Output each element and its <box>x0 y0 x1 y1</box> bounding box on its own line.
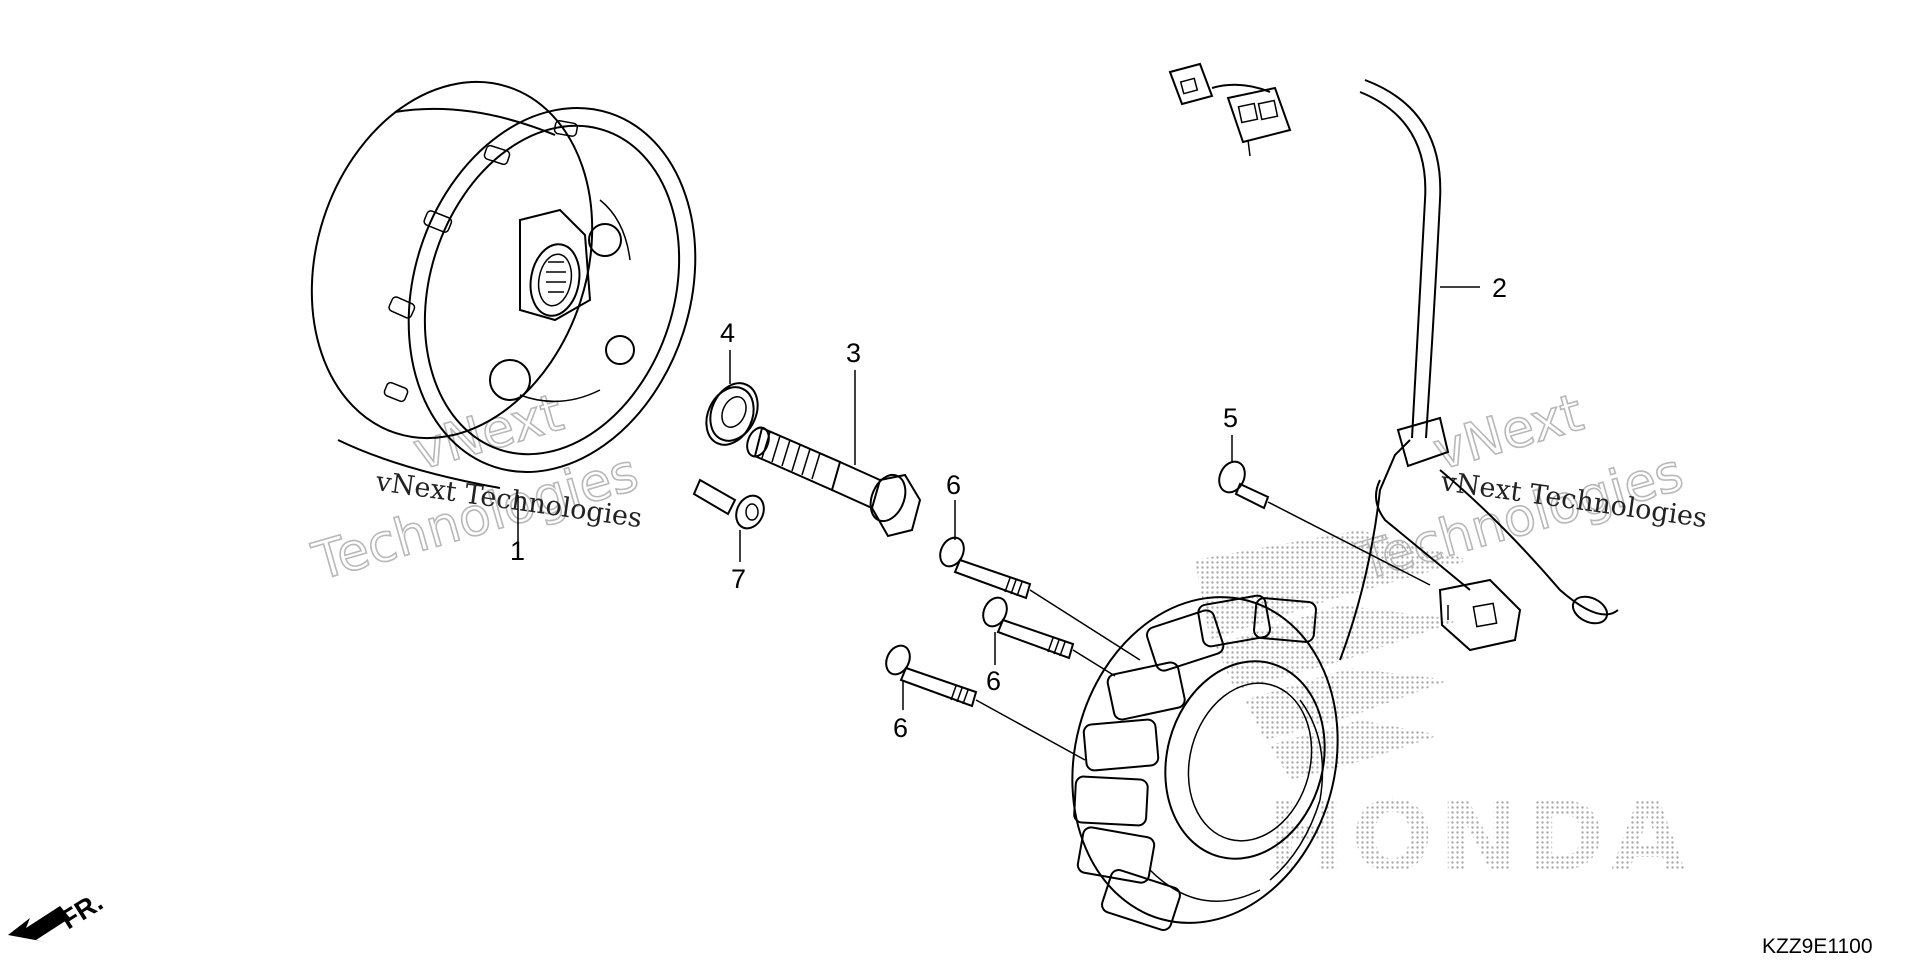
watermark-right: vNext Technologies vNext Technologies <box>1350 382 1709 593</box>
flange-bolt-part[interactable] <box>743 370 922 538</box>
callout-6-upper: 6 <box>946 470 961 500</box>
callout-6-lower: 6 <box>893 713 908 743</box>
clamp-bolt-part[interactable] <box>1214 435 1431 586</box>
callout-7: 7 <box>731 564 746 594</box>
callout-5: 5 <box>1223 403 1238 433</box>
callout-2: 2 <box>1492 273 1507 303</box>
callout-3: 3 <box>846 338 861 368</box>
callout-4: 4 <box>720 318 735 348</box>
honda-wing-logo: HONDA <box>1195 530 1691 893</box>
front-direction-label: FR. <box>55 887 108 935</box>
stator-bolt-upper[interactable] <box>936 500 1141 661</box>
washer-part[interactable] <box>697 350 766 452</box>
callout-1: 1 <box>510 536 525 566</box>
stator-bolt-middle[interactable] <box>979 594 1116 677</box>
honda-brand-text: HONDA <box>1265 781 1691 893</box>
stator-bolt-lower[interactable] <box>882 642 1086 761</box>
stator-assembly-part[interactable] <box>1037 62 1619 953</box>
flywheel-part[interactable] <box>267 45 740 509</box>
arrow-down-left-icon <box>8 906 70 942</box>
callout-6-middle: 6 <box>986 666 1001 696</box>
small-bolt-part[interactable] <box>692 478 769 562</box>
watermark-left: vNext Technologies vNext Technologies <box>305 382 645 593</box>
diagram-code: KZZ9E1100 <box>1762 935 1873 958</box>
